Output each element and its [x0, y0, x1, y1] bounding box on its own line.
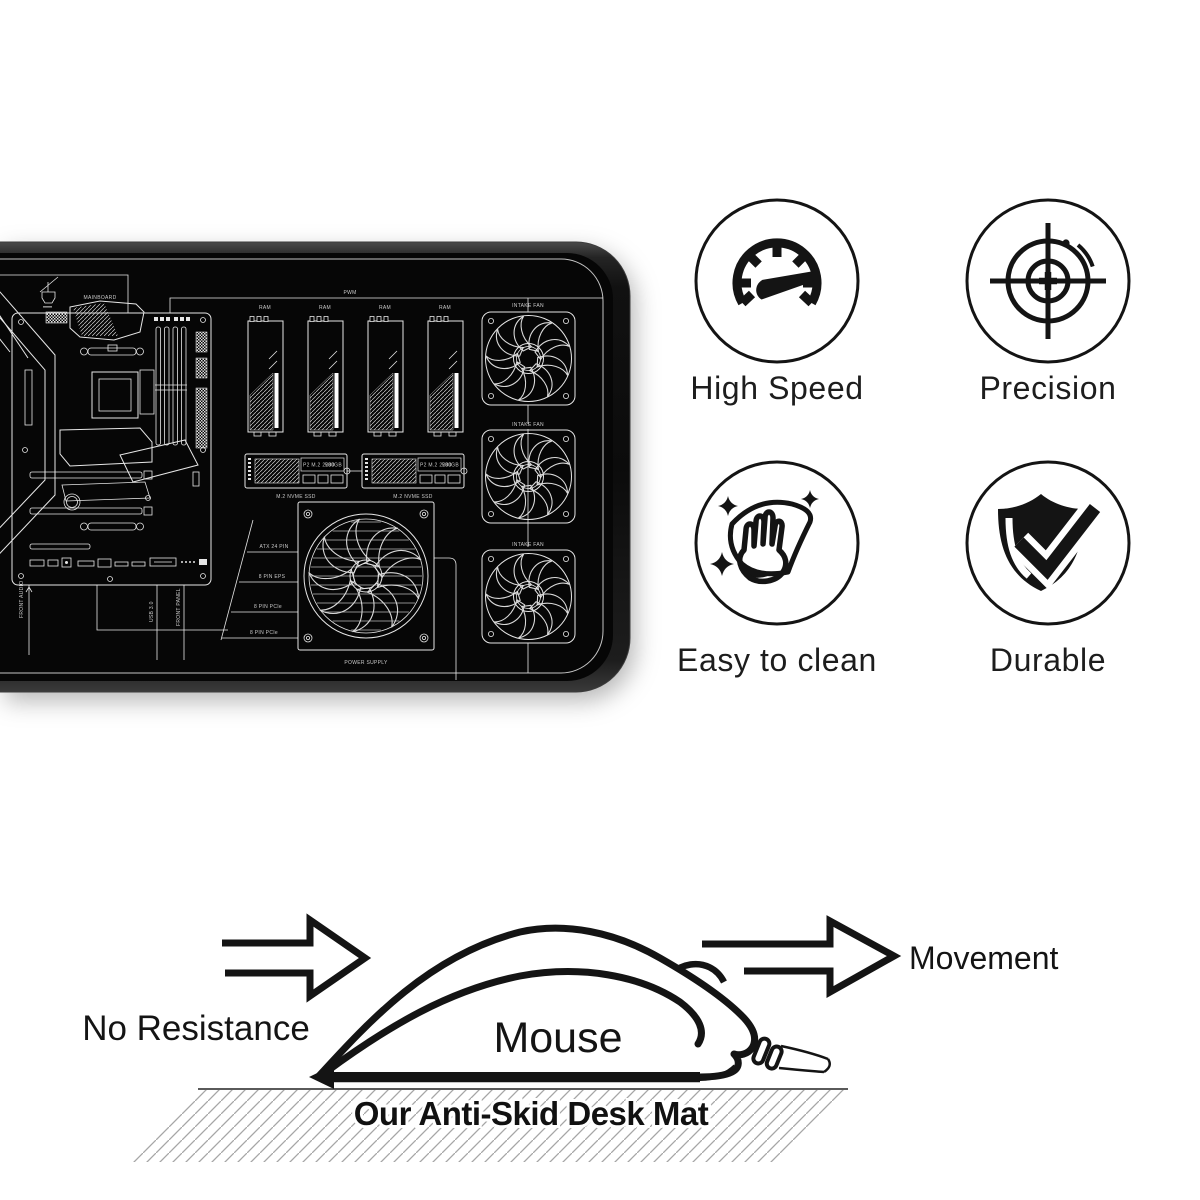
ram-stick — [427, 316, 464, 437]
svg-text:M.2 NVME SSD: M.2 NVME SSD — [393, 494, 433, 500]
ram-modules: RAM RAM RAM RAM — [247, 305, 464, 437]
desk-mat: MAINBOARD — [0, 241, 631, 693]
front-panel-wires — [25, 585, 228, 660]
feature-label-precision: Precision — [979, 370, 1117, 406]
pwm-wire: PWM — [169, 290, 603, 673]
ground-hatching — [128, 1090, 848, 1162]
pwm-label: PWM — [343, 290, 356, 296]
mouse-diagram: No Resistance Mouse — [82, 913, 1059, 1162]
svg-text:8 PIN PCIe: 8 PIN PCIe — [254, 604, 282, 610]
antenna-icon — [39, 276, 59, 308]
front-audio-label: FRONT AUDIO — [19, 581, 25, 618]
mouse-body: Mouse — [309, 924, 832, 1089]
svg-text:INTAKE FAN: INTAKE FAN — [512, 422, 544, 428]
no-resistance-label: No Resistance — [82, 1009, 310, 1048]
feature-label-high-speed: High Speed — [690, 370, 864, 406]
svg-text:ATX 24 PIN: ATX 24 PIN — [259, 544, 288, 550]
intake-fans: INTAKE FAN INTAKE FAN INTAKE FAN — [481, 303, 576, 644]
feature-label-durable: Durable — [989, 642, 1107, 678]
mainboard-label: MAINBOARD — [84, 295, 117, 301]
svg-text:P2 M.2 2280: P2 M.2 2280 — [420, 463, 452, 469]
m2-ssd: P2 M.2 2280 500GB M.2 NVME SSD — [244, 453, 351, 500]
svg-text:RAM: RAM — [259, 305, 271, 311]
svg-text:INTAKE FAN: INTAKE FAN — [512, 542, 544, 548]
desk-mat-caption: Our Anti-Skid Desk Mat — [354, 1095, 709, 1132]
base-tip-arrow — [309, 1065, 334, 1089]
m2-ssd-modules: P2 M.2 2280 500GB M.2 NVME SSD P2 M.2 22… — [244, 453, 468, 500]
crosshair-target-icon — [965, 198, 1131, 364]
intake-fan: INTAKE FAN — [481, 422, 576, 524]
svg-text:500GB: 500GB — [325, 463, 342, 469]
power-supply-label: POWER SUPPLY — [344, 660, 388, 666]
right-arrow-icon — [702, 915, 902, 998]
movement-label: Movement — [909, 940, 1059, 976]
svg-text:RAM: RAM — [319, 305, 331, 311]
svg-text:8 PIN PCIe: 8 PIN PCIe — [250, 630, 278, 636]
svg-text:M.2 NVME SSD: M.2 NVME SSD — [276, 494, 316, 500]
shield-check-icon — [965, 460, 1131, 626]
ram-stick — [247, 316, 284, 437]
power-supply: POWER SUPPLY — [297, 501, 457, 680]
m2-ssd: P2 M.2 2280 500GB M.2 NVME SSD — [361, 453, 468, 500]
front-panel-label: FRONT PANEL — [176, 588, 182, 626]
wiping-hand-icon — [694, 460, 860, 626]
blueprint-border — [0, 258, 604, 674]
svg-text:RAM: RAM — [379, 305, 391, 311]
cable-stairs: ATX 24 PIN 8 PIN EPS 8 PIN PCIe 8 PIN PC… — [220, 519, 298, 641]
ram-stick — [367, 316, 404, 437]
svg-text:RAM: RAM — [439, 305, 451, 311]
intake-fan: INTAKE FAN — [481, 303, 576, 406]
intake-fan: INTAKE FAN — [481, 542, 576, 644]
svg-text:500GB: 500GB — [442, 463, 459, 469]
svg-text:8 PIN EPS: 8 PIN EPS — [259, 574, 286, 580]
mouse-label: Mouse — [493, 1014, 622, 1062]
feature-label-easy-clean: Easy to clean — [677, 642, 877, 678]
ram-stick — [307, 316, 344, 437]
left-arrow-icon — [222, 913, 372, 1003]
speedometer-icon — [694, 198, 860, 364]
svg-text:P2 M.2 2280: P2 M.2 2280 — [303, 463, 335, 469]
svg-text:INTAKE FAN: INTAKE FAN — [512, 303, 544, 309]
usb-label: USB 3.0 — [149, 601, 155, 622]
motherboard-blueprint: MAINBOARD — [0, 274, 212, 586]
mouse-cable — [751, 1036, 832, 1074]
